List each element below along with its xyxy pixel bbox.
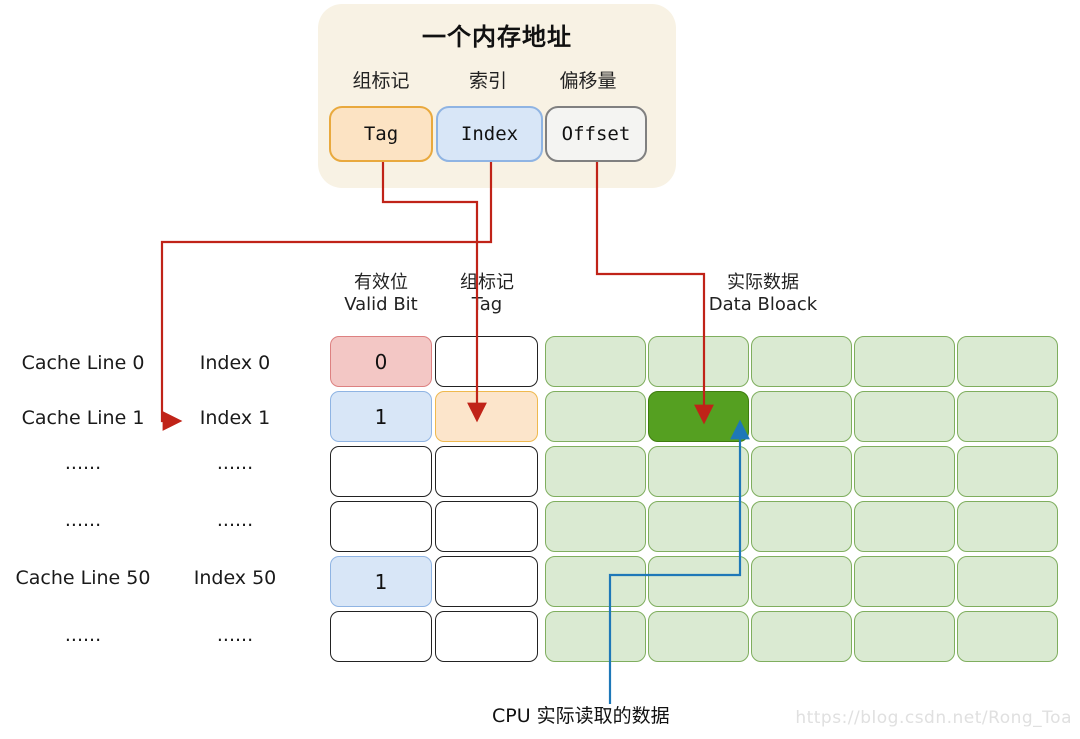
offset-field-label-cn: 偏移量 xyxy=(559,70,617,92)
data-cell xyxy=(751,391,852,442)
index-field-label-cn: 索引 xyxy=(468,70,507,92)
index-label-0: Index 0 xyxy=(199,352,271,374)
data-cell xyxy=(751,336,852,387)
tag-header-en: Tag xyxy=(471,294,503,315)
data-cell xyxy=(545,501,646,552)
data-cell xyxy=(545,446,646,497)
data-cell xyxy=(751,501,852,552)
index-label-2: ...... xyxy=(216,452,254,474)
memory-address-title: 一个内存地址 xyxy=(422,23,572,51)
cache-line-label-5: ...... xyxy=(64,624,102,646)
data-cell xyxy=(957,501,1058,552)
data-cell-highlighted xyxy=(648,391,749,442)
tag-cell-1-highlighted xyxy=(435,391,538,442)
data-cell xyxy=(751,611,852,662)
data-cell xyxy=(854,611,955,662)
valid-cell-4: 1 xyxy=(330,556,432,607)
data-block-column-header: 实际数据 Data Bloack xyxy=(658,272,868,316)
tag-cell-5 xyxy=(435,611,538,662)
data-cell xyxy=(751,556,852,607)
cache-line-label-3: ...... xyxy=(64,509,102,531)
valid-cell-1: 1 xyxy=(330,391,432,442)
data-cell xyxy=(648,611,749,662)
index-label-3: ...... xyxy=(216,509,254,531)
tag-header-cn: 组标记 xyxy=(460,272,514,293)
data-cell xyxy=(545,336,646,387)
data-cell xyxy=(957,446,1058,497)
cache-line-label-1: Cache Line 1 xyxy=(21,407,145,429)
data-block-header-en: Data Bloack xyxy=(708,294,818,315)
data-cell xyxy=(957,611,1058,662)
data-cell xyxy=(854,501,955,552)
cache-line-label-2: ...... xyxy=(64,452,102,474)
data-cell xyxy=(957,391,1058,442)
data-cell xyxy=(545,556,646,607)
tag-field-box: Tag xyxy=(329,106,433,162)
data-cell xyxy=(854,446,955,497)
index-label-5: ...... xyxy=(216,624,254,646)
valid-bit-header-cn: 有效位 xyxy=(354,272,408,293)
data-cell xyxy=(648,336,749,387)
valid-cell-0: 0 xyxy=(330,336,432,387)
valid-cell-2 xyxy=(330,446,432,497)
data-cell xyxy=(545,391,646,442)
cache-line-label-4: Cache Line 50 xyxy=(15,567,151,589)
tag-field-label-cn: 组标记 xyxy=(352,70,410,92)
valid-cell-5 xyxy=(330,611,432,662)
offset-field-box: Offset xyxy=(545,106,647,162)
valid-cell-3 xyxy=(330,501,432,552)
data-cell xyxy=(854,556,955,607)
data-cell xyxy=(751,446,852,497)
index-field-box: Index xyxy=(436,106,543,162)
watermark-url: https://blog.csdn.net/Rong_Toa xyxy=(795,708,1072,728)
index-label-4: Index 50 xyxy=(193,567,277,589)
data-cell xyxy=(854,336,955,387)
cache-line-label-0: Cache Line 0 xyxy=(21,352,145,374)
data-cell xyxy=(957,556,1058,607)
cpu-read-label: CPU 实际读取的数据 xyxy=(492,705,670,727)
tag-cell-0 xyxy=(435,336,538,387)
data-block-header-cn: 实际数据 xyxy=(727,272,799,293)
tag-cell-4 xyxy=(435,556,538,607)
data-cell xyxy=(648,501,749,552)
data-cell xyxy=(545,611,646,662)
tag-cell-2 xyxy=(435,446,538,497)
tag-cell-3 xyxy=(435,501,538,552)
data-cell xyxy=(648,446,749,497)
valid-bit-column-header: 有效位 Valid Bit xyxy=(318,272,444,316)
index-label-1: Index 1 xyxy=(199,407,271,429)
data-cell xyxy=(648,556,749,607)
data-cell xyxy=(957,336,1058,387)
data-block-grid xyxy=(545,336,1060,663)
tag-column-header: 组标记 Tag xyxy=(434,272,540,316)
data-cell xyxy=(854,391,955,442)
memory-address-panel: 一个内存地址 组标记 索引 偏移量 Tag Index Offset xyxy=(318,4,676,188)
valid-bit-header-en: Valid Bit xyxy=(344,294,418,315)
